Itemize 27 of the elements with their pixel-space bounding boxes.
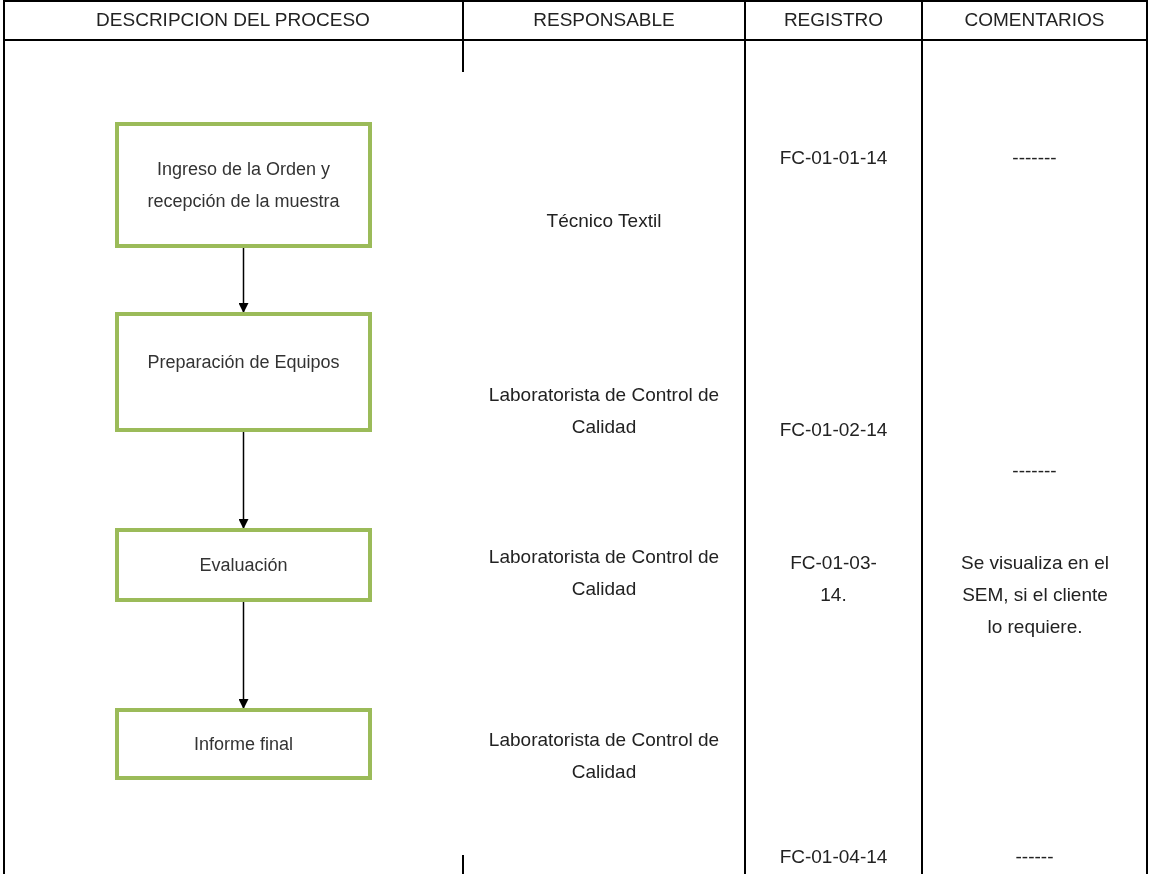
table-text: FC-01-02-14	[778, 418, 889, 442]
column-header: RESPONSABLE	[532, 8, 676, 32]
table-text: Laboratorista de Control de Calidad	[487, 728, 721, 784]
table-text: FC-01-01-14	[778, 146, 889, 170]
table-text: Técnico Textil	[545, 209, 663, 233]
arrow	[238, 247, 249, 313]
box-text: Ingreso de la Orden y recepción de la muestra	[146, 158, 341, 213]
table-text: Laboratorista de Control de Calidad	[487, 545, 721, 601]
arrow	[238, 431, 249, 529]
box-text: Informe final	[192, 733, 294, 756]
arrow	[238, 601, 249, 709]
table-text: ------	[1014, 845, 1055, 869]
table-text: -------	[1011, 459, 1058, 483]
table-text: -------	[1011, 146, 1058, 170]
process-box	[115, 122, 372, 248]
table-text: FC-01-03- 14.	[789, 551, 878, 607]
table-text: Laboratorista de Control de Calidad	[487, 383, 721, 439]
column-header: DESCRIPCION DEL PROCESO	[95, 8, 371, 32]
process-box	[115, 708, 372, 780]
table-text: FC-01-04-14	[778, 845, 889, 869]
process-box	[115, 528, 372, 602]
table-text: Se visualiza en el SEM, si el cliente lo requiere.	[960, 551, 1110, 639]
column-header: COMENTARIOS	[963, 8, 1106, 32]
box-text: Preparación de Equipos	[146, 351, 341, 374]
column-header: REGISTRO	[782, 8, 885, 32]
box-text: Evaluación	[198, 554, 289, 577]
process-box	[115, 312, 372, 432]
